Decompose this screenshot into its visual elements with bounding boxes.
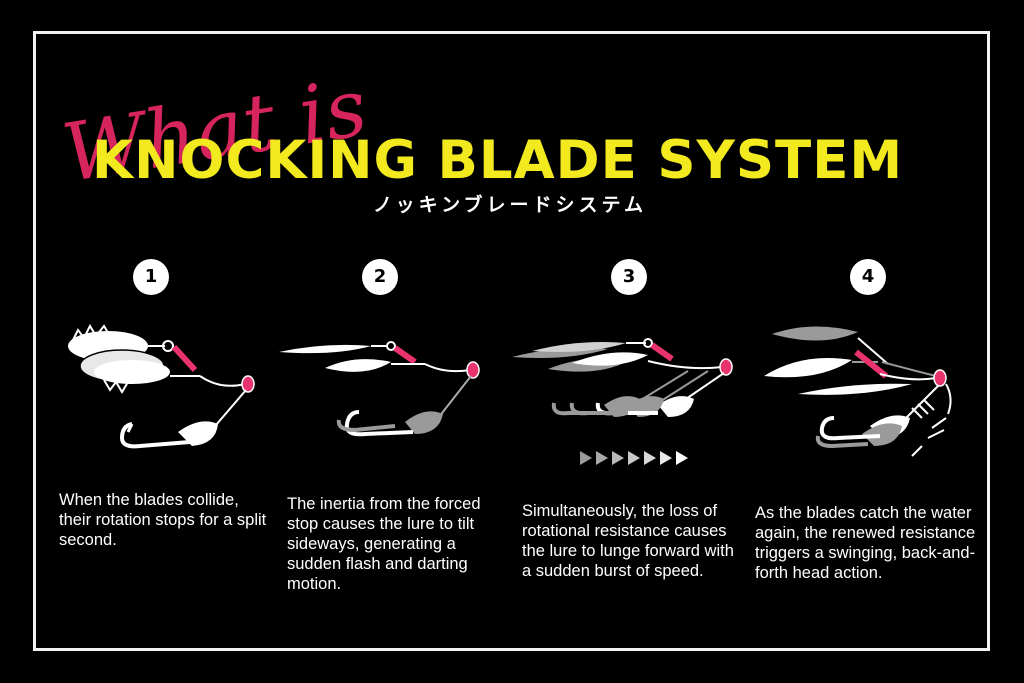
blade-icon	[798, 383, 912, 395]
step-2-number: 2	[362, 259, 398, 295]
script-heading: What is	[56, 61, 372, 200]
arrow-icon	[580, 451, 592, 465]
step-3-number: 3	[611, 259, 647, 295]
blade-icon	[772, 326, 858, 341]
blade-icon	[325, 359, 391, 372]
step-1-text: When the blades collide, their rotation …	[59, 491, 267, 549]
arrow-icon	[628, 451, 640, 465]
step-3-text: Simultaneously, the loss of rotational r…	[522, 502, 734, 580]
blade-icon	[532, 342, 626, 352]
arrow-icon	[612, 451, 624, 465]
step-3-illustration	[512, 338, 733, 465]
step-2-illustration	[279, 341, 480, 437]
border-frame	[33, 31, 990, 651]
blade-icon	[94, 360, 170, 384]
japanese-subtitle: ノッキンブレードシステム	[373, 194, 647, 216]
arrow-icon	[644, 451, 656, 465]
step-1-illustration	[68, 323, 255, 449]
arrow-icon	[676, 451, 688, 465]
blade-icon	[279, 344, 371, 354]
page-title: KNOCKING BLADE SYSTEM	[92, 130, 904, 191]
step-4-number: 4	[850, 259, 886, 295]
blade-icon	[764, 358, 852, 378]
arrow-icon	[596, 451, 608, 465]
step-4-text: As the blades catch the water again, the…	[755, 504, 976, 582]
step-1-number: 1	[133, 259, 169, 295]
arrow-icon	[660, 451, 672, 465]
step-2-text: The inertia from the forced stop causes …	[287, 495, 481, 593]
step-4-illustration	[764, 326, 952, 457]
blade-icon	[572, 352, 648, 366]
